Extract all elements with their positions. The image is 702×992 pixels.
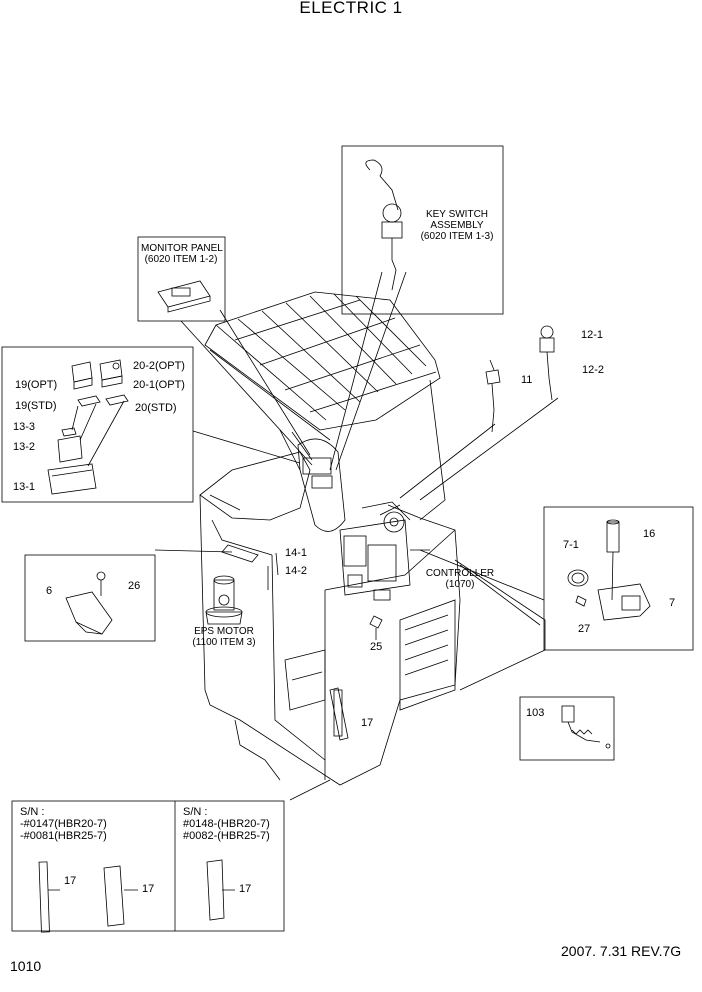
sn-left-line-2: -#0081(HBR25-7) — [20, 830, 107, 843]
callout-27: 27 — [578, 623, 591, 635]
revision-date: 2007. 7.31 REV.7G — [561, 943, 682, 959]
callout-13-1: 13-1 — [13, 481, 36, 493]
callout-7-1: 7-1 — [563, 539, 579, 551]
controller-ref: (1070) — [445, 579, 475, 590]
callout-20-2: 20-2(OPT) — [133, 360, 185, 372]
sn-right-heading: S/N : — [183, 806, 208, 818]
key-switch-label: KEY SWITCH ASSEMBLY (6020 ITEM 1-3) — [412, 209, 502, 242]
callout-7: 7 — [669, 597, 676, 609]
callout-25: 25 — [370, 641, 383, 653]
key-switch-ref: (6020 ITEM 1-3) — [420, 231, 494, 242]
sn-left-part-b: 17 — [142, 883, 155, 895]
key-switch-frame — [341, 145, 504, 315]
controller-label: CONTROLLER (1070) — [420, 568, 500, 590]
callout-20-std: 20(STD) — [135, 402, 177, 414]
sn-table-frame — [11, 800, 285, 932]
switch-detail-frame — [1, 346, 194, 503]
page-number: 1010 — [10, 958, 42, 974]
sn-left-part-a: 17 — [64, 875, 77, 887]
callout-11: 11 — [521, 374, 533, 386]
sn-right-line-1: #0148-(HBR20-7) — [183, 818, 270, 831]
pedal-detail-frame — [24, 554, 156, 642]
callout-14-2: 14-2 — [285, 565, 308, 577]
callout-19-std: 19(STD) — [15, 400, 57, 412]
sn-left-heading: S/N : — [20, 806, 45, 818]
sn-left-line-1: -#0147(HBR20-7) — [20, 818, 107, 831]
controller-title: CONTROLLER — [425, 568, 495, 579]
callout-12-1: 12-1 — [581, 329, 604, 341]
callout-13-3: 13-3 — [13, 421, 36, 433]
thermal-detail-frame — [543, 506, 694, 651]
callout-6: 6 — [46, 585, 53, 597]
sn-left-block: S/N : -#0147(HBR20-7) -#0081(HBR25-7) — [20, 806, 107, 842]
key-switch-subtitle: ASSEMBLY — [430, 220, 484, 231]
buzzer-detail-frame — [519, 696, 615, 761]
key-switch-title: KEY SWITCH — [425, 209, 489, 220]
callout-12-2: 12-2 — [582, 364, 605, 376]
callout-26: 26 — [128, 580, 141, 592]
callout-20-1: 20-1(OPT) — [133, 379, 185, 391]
callout-17-main: 17 — [361, 717, 374, 729]
eps-motor-title: EPS MOTOR — [194, 626, 254, 637]
sn-right-line-2: #0082-(HBR25-7) — [183, 830, 270, 843]
sn-right-block: S/N : #0148-(HBR20-7) #0082-(HBR25-7) — [183, 806, 270, 842]
sn-right-part: 17 — [239, 883, 252, 895]
callout-103: 103 — [526, 707, 545, 719]
page-title: ELECTRIC 1 — [299, 0, 403, 17]
eps-motor-ref: (1100 ITEM 3) — [192, 637, 256, 648]
callout-16: 16 — [643, 528, 656, 540]
callout-13-2: 13-2 — [13, 441, 36, 453]
monitor-panel-label: MONITOR PANEL (6020 ITEM 1-2) — [141, 243, 223, 265]
eps-motor-label: EPS MOTOR (1100 ITEM 3) — [188, 626, 260, 648]
callout-19-opt: 19(OPT) — [15, 379, 58, 391]
monitor-panel-ref: (6020 ITEM 1-2) — [144, 254, 218, 265]
monitor-panel-title: MONITOR PANEL — [141, 243, 223, 254]
callout-14-1: 14-1 — [285, 547, 308, 559]
